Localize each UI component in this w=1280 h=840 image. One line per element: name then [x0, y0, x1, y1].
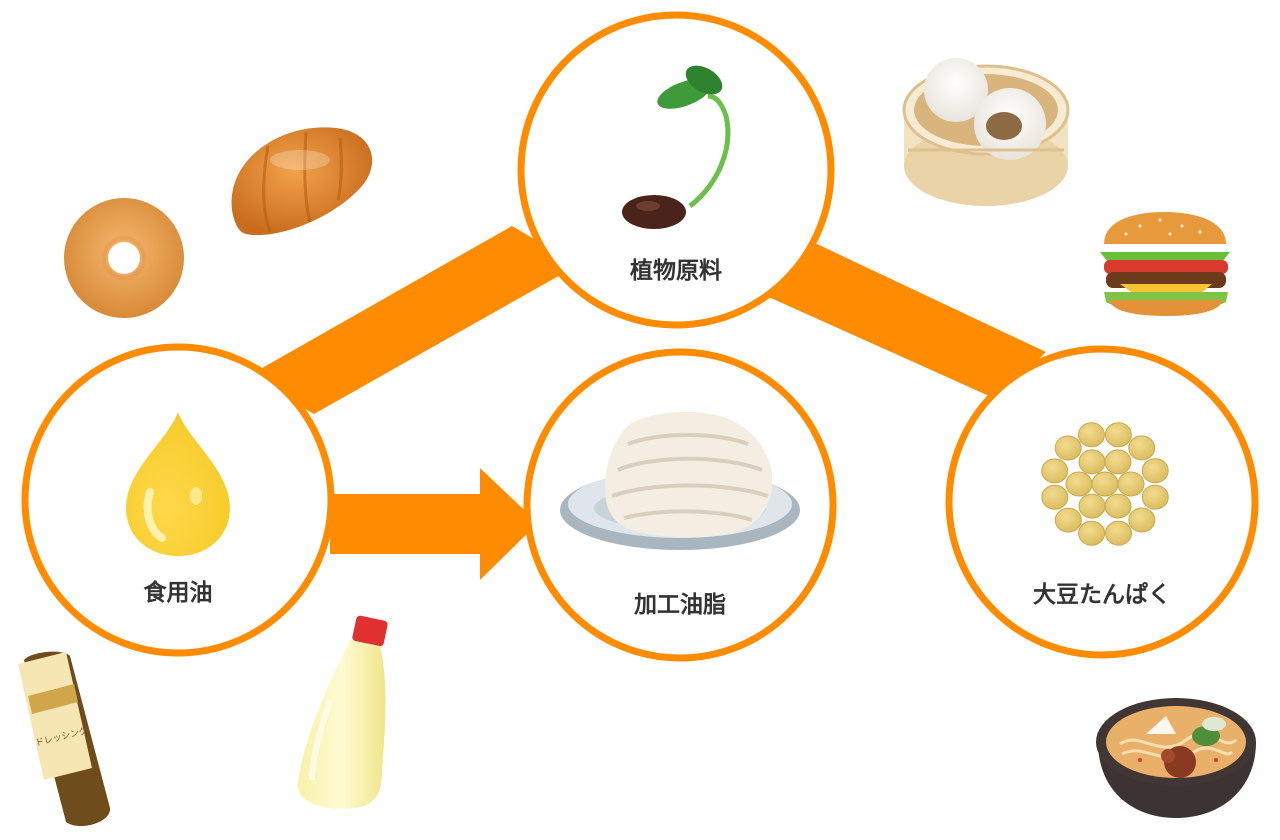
oil-drop-icon	[126, 412, 230, 556]
soybean	[1105, 520, 1133, 546]
soybean	[1117, 471, 1145, 497]
soybean	[1104, 422, 1132, 448]
soybean	[1091, 471, 1119, 497]
hamburger-icon	[1100, 212, 1230, 316]
node-plant-material: 植物原料	[517, 11, 835, 329]
node-label-processed: 加工油脂	[633, 592, 726, 618]
arrow-oil-to-processed	[330, 468, 538, 580]
connectors	[248, 226, 1046, 580]
soybean	[1054, 507, 1082, 533]
soybean	[1104, 493, 1132, 519]
soybean	[1104, 449, 1132, 475]
soybean	[1078, 493, 1106, 519]
connector-plant-soy	[762, 236, 1046, 400]
node-label-oil: 食用油	[144, 579, 213, 606]
node-soy-protein: 大豆たんぱく	[945, 345, 1259, 659]
soybean	[1065, 471, 1093, 497]
soybean	[1054, 435, 1082, 461]
soybean	[1128, 507, 1156, 533]
soybean	[1078, 449, 1106, 475]
steamed-bun-icon	[902, 58, 1070, 206]
croissant-icon	[231, 127, 373, 236]
node-processed-fat: 加工油脂	[523, 348, 837, 662]
soybean	[1077, 422, 1105, 448]
connector-oil-plant	[248, 226, 578, 414]
bagel-icon	[64, 198, 184, 318]
soybean	[1041, 458, 1069, 484]
dressing-bottle-icon: ドレッシング	[18, 651, 111, 827]
soybean	[1041, 484, 1069, 510]
soybean	[1078, 520, 1106, 546]
soybean	[1141, 458, 1169, 484]
soybean	[1141, 484, 1169, 510]
shortening-plate-icon	[560, 411, 800, 550]
node-label-soy: 大豆たんぱく	[1033, 581, 1171, 608]
oil-bottle-icon	[297, 615, 388, 809]
sprout-icon	[622, 65, 731, 229]
ramen-bowl-icon	[1096, 698, 1256, 818]
node-edible-oil: 食用油	[21, 343, 335, 657]
soybean	[1128, 435, 1156, 461]
soybeans-icon	[1041, 422, 1169, 546]
node-label-plant: 植物原料	[630, 257, 722, 284]
